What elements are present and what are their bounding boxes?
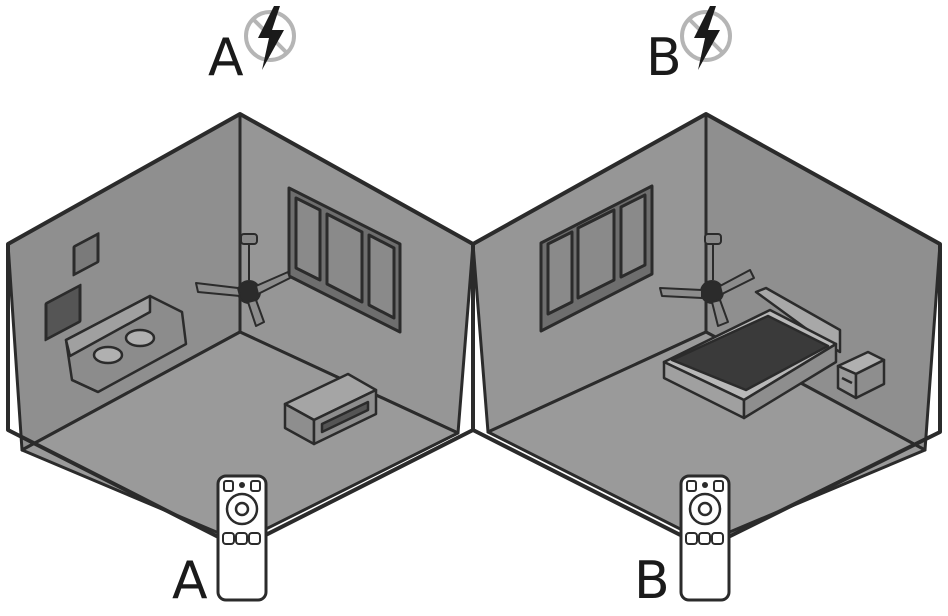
no-lightning-icon: [680, 6, 732, 70]
remote-control-b: [679, 474, 731, 602]
ceiling-fan-b: [659, 233, 755, 327]
wall-outlet: [44, 283, 82, 342]
room-b-floor: [486, 330, 927, 544]
ceiling-fan-a: [195, 233, 291, 327]
remote-led: [702, 482, 708, 488]
remote-button: [222, 532, 235, 545]
room-b: [471, 112, 942, 550]
remote-b-label: B: [634, 551, 670, 611]
room-a-window: [287, 186, 402, 334]
remote-control-a: [216, 474, 268, 602]
remote-button: [686, 480, 697, 492]
coffee-table: [283, 372, 378, 446]
sofa: [64, 294, 188, 394]
no-lightning-icon: [244, 6, 296, 70]
remote-a-label: A: [172, 551, 208, 611]
wall-switch: [72, 232, 100, 277]
remote-led: [239, 482, 245, 488]
remote-button: [250, 480, 261, 492]
room-a: [6, 112, 475, 550]
nightstand: [836, 350, 886, 400]
remote-button: [698, 532, 711, 545]
remote-button: [685, 532, 698, 545]
remote-button: [248, 532, 261, 545]
remote-button: [713, 480, 724, 492]
room-a-top-label: A: [208, 28, 244, 88]
room-b-top-label: B: [646, 28, 682, 88]
remote-button: [235, 532, 248, 545]
room-b-window: [539, 184, 654, 333]
remote-button: [711, 532, 724, 545]
bed: [662, 286, 842, 420]
remote-button: [223, 480, 234, 492]
